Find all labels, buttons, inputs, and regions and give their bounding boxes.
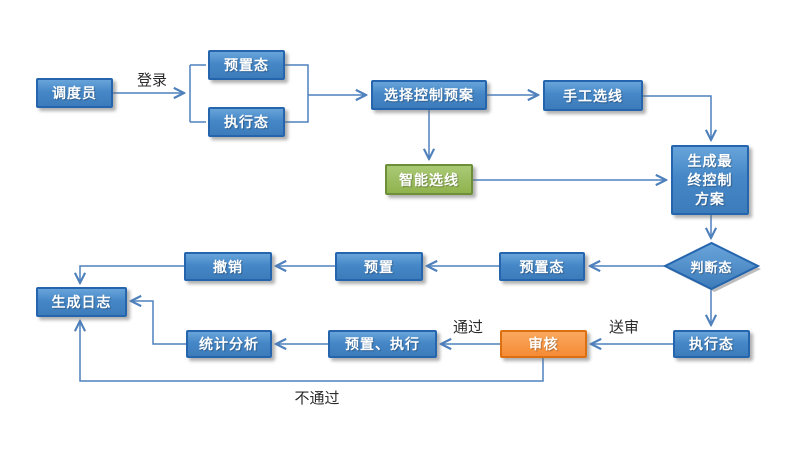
judge-state-diamond — [662, 241, 761, 291]
node-select-control-plan: 选择控制预案 — [371, 80, 487, 110]
node-preset-state-login: 预置态 — [208, 50, 285, 80]
node-generate-final-scheme: 生成最终控制方案 — [671, 145, 749, 215]
node-preset-state-mid: 预置态 — [499, 252, 585, 281]
node-exec-state-bottom: 执行态 — [673, 330, 750, 358]
edge-revoke-to-log — [80, 265, 184, 283]
edge-label-submit: 送审 — [608, 320, 639, 336]
edge-label-login: 登录 — [136, 73, 167, 89]
edge-split-branches — [189, 64, 206, 123]
node-preset-execute: 预置、执行 — [328, 330, 437, 358]
node-manual-line-selection: 手工选线 — [543, 80, 643, 111]
node-judge-state-label: 判断态 — [690, 260, 733, 275]
node-exec-state-login: 执行态 — [208, 107, 285, 137]
edge-stats-to-log — [131, 301, 186, 345]
node-dispatcher: 调度员 — [36, 78, 113, 108]
edge-label-fail: 不通过 — [294, 391, 340, 407]
edge-review-fail-to-log — [80, 321, 544, 382]
node-generate-log: 生成日志 — [36, 287, 127, 317]
node-review: 审核 — [500, 330, 587, 358]
edge-manual-to-final-scheme — [643, 95, 711, 140]
node-revoke: 撤销 — [184, 252, 272, 281]
node-preset: 预置 — [335, 252, 423, 281]
edge-merge-branches — [285, 64, 309, 123]
edge-label-pass: 通过 — [452, 320, 483, 336]
node-statistical-analysis: 统计分析 — [186, 330, 272, 358]
node-intelligent-line-selection: 智能选线 — [385, 164, 473, 195]
